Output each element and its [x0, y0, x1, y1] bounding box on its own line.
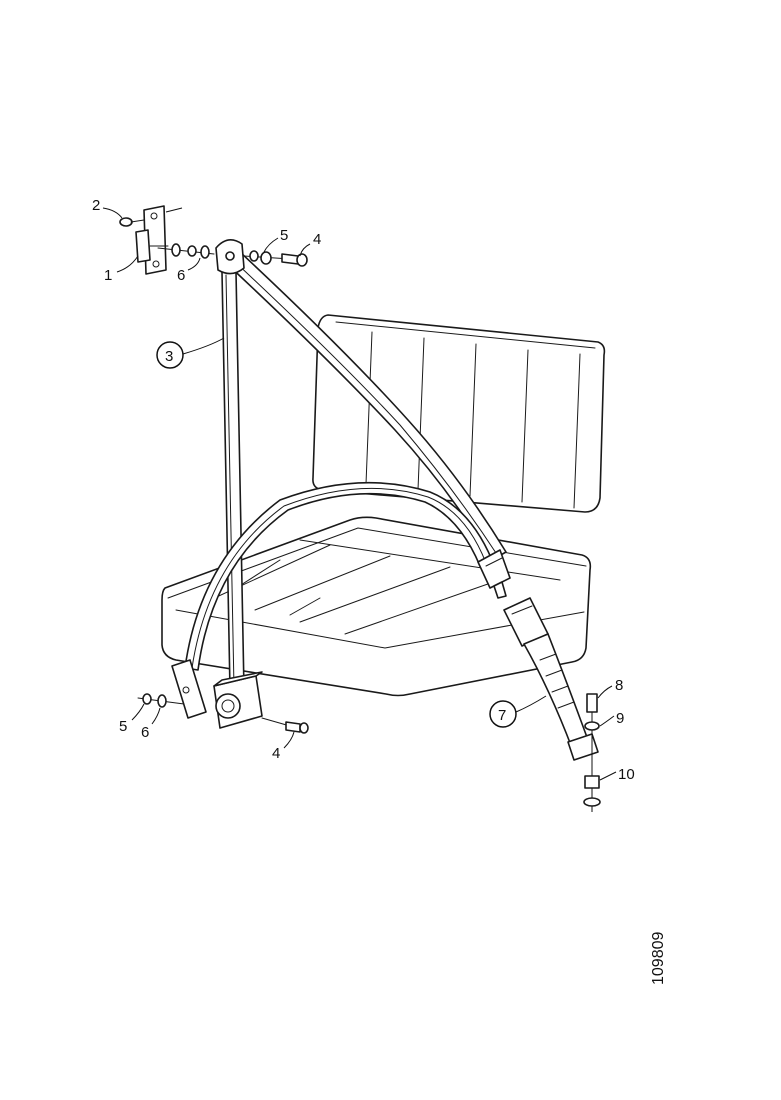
callout-6-top-label: 6: [177, 267, 185, 284]
callout-3-label: 3: [165, 348, 173, 365]
buckle-stalk: [503, 597, 599, 761]
callout-5-top: 5: [263, 227, 288, 253]
upper-fastener-left: [157, 243, 215, 259]
screw-2: [119, 217, 145, 227]
shoulder-belt: [224, 251, 507, 561]
callout-6-top: 6: [177, 257, 201, 284]
drawing-number: 109809: [650, 932, 667, 985]
callout-7: 7: [489, 695, 547, 728]
lower-fastener-left: [137, 693, 185, 708]
callout-1-label: 1: [104, 267, 112, 284]
lower-anchor-plate: [171, 659, 207, 719]
callout-2-label: 2: [92, 197, 100, 214]
callout-5-bottom-label: 5: [119, 718, 127, 735]
seat-backrest: [312, 314, 606, 513]
callout-4-bottom: 4: [272, 731, 295, 762]
lower-bolt: [261, 717, 309, 734]
callout-7-label: 7: [498, 707, 506, 724]
callout-2: 2: [92, 197, 123, 219]
callout-10-label: 10: [618, 766, 635, 783]
callout-4-top-label: 4: [313, 231, 321, 248]
belt-tongue: [477, 549, 511, 599]
callout-3: 3: [156, 337, 225, 369]
upper-fastener-right: [243, 250, 308, 267]
callout-8-label: 8: [615, 677, 623, 694]
callout-1: 1: [104, 255, 139, 284]
retractor-unit: [213, 671, 263, 729]
upper-belt-guide: [215, 239, 245, 275]
callout-6-bottom: 6: [141, 707, 161, 741]
callout-4-top: 4: [299, 231, 321, 257]
callout-4-bottom-label: 4: [272, 745, 280, 762]
callout-6-bottom-label: 6: [141, 724, 149, 741]
callout-5-top-label: 5: [280, 227, 288, 244]
buckle-fasteners: [583, 693, 601, 812]
callout-10: 10: [599, 766, 635, 783]
callout-8: 8: [597, 677, 623, 699]
callout-5-bottom: 5: [119, 703, 145, 735]
callout-9-label: 9: [616, 710, 624, 727]
upper-mounting-bracket: [135, 205, 183, 275]
callout-9: 9: [599, 710, 624, 727]
